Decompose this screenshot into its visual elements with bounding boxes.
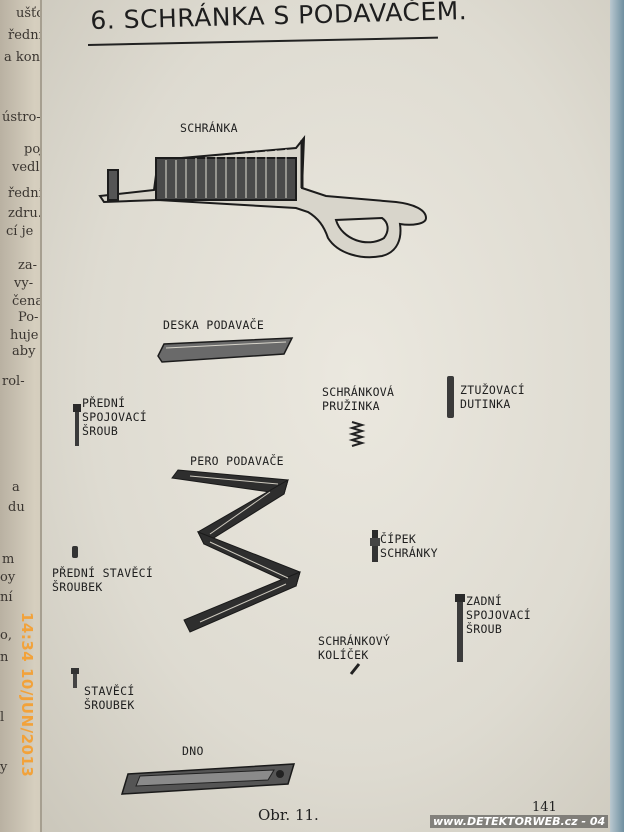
label-zadni-stavecí-sroubek: STAVĚCÍ ŠROUBEK	[84, 684, 135, 712]
follower-spring-drawing	[171, 469, 301, 633]
left-fragment: ředni	[8, 186, 43, 201]
left-fragment: čena	[12, 294, 44, 309]
left-fragment: m	[2, 552, 15, 567]
label-predni-spojovaci-sroub: PŘEDNÍ SPOJOVACÍ ŠROUB	[82, 396, 148, 438]
left-fragment: vy-	[14, 276, 34, 291]
magazine-spring-drawing	[348, 421, 366, 447]
left-fragment: za-	[18, 258, 37, 273]
book-page	[40, 0, 610, 832]
magazine-box-drawing	[98, 134, 428, 259]
label-schranka: SCHRÁNKA	[180, 121, 238, 135]
left-fragment: a kon-	[4, 50, 45, 65]
rear-screw-drawing	[455, 594, 465, 662]
front-screw-drawing	[73, 404, 81, 446]
left-fragment: Po-	[18, 310, 39, 325]
left-fragment: vedle	[12, 160, 48, 175]
label-ztuzovaci-dutinka: ZTUŽOVACÍ DUTINKA	[460, 383, 526, 411]
label-zadni-spojovaci-sroub: ZADNÍ SPOJOVACÍ ŠROUB	[466, 594, 532, 636]
magazine-peg-drawing	[349, 663, 361, 675]
left-fragment: y	[0, 760, 8, 775]
left-fragment: o,	[0, 628, 12, 643]
figure-caption: Obr. 11.	[258, 806, 319, 824]
left-fragment: a	[12, 480, 20, 495]
label-predni-stavecí-sroubek: PŘEDNÍ STAVĚCÍ ŠROUBEK	[52, 566, 154, 594]
magazine-floor-plate-drawing	[120, 763, 296, 795]
label-dno: DNO	[182, 744, 204, 758]
left-fragment: du	[8, 500, 25, 515]
left-fragment: ústro-	[2, 110, 41, 125]
left-fragment: oy	[0, 570, 16, 585]
left-fragment: ní	[0, 590, 13, 605]
reinforcing-sleeve-drawing	[447, 376, 454, 418]
magazine-pin-drawing	[370, 530, 380, 562]
left-fragment: aby	[12, 344, 36, 359]
left-fragment: l	[0, 710, 5, 725]
photo-timestamp: 14:34 10/JUN/2013	[18, 612, 36, 778]
left-fragment: cí je	[6, 224, 34, 239]
left-fragment: zdru.	[8, 206, 42, 221]
label-deska-podavace: DESKA PODAVAČE	[163, 318, 265, 332]
label-schrankova-pruzinka: SCHRÁNKOVÁ PRUŽINKA	[322, 385, 395, 413]
label-cipek-schranky: ČÍPEK SCHRÁNKY	[380, 532, 438, 560]
rear-adjusting-screw-drawing	[71, 668, 79, 688]
label-pero-podavace: PERO PODAVAČE	[190, 454, 284, 468]
left-fragment: huje	[10, 328, 39, 343]
left-fragment: n	[0, 650, 9, 665]
label-schrankovy-kolicek: SCHRÁNKOVÝ KOLÍČEK	[318, 634, 391, 662]
left-fragment: rol-	[2, 374, 25, 389]
watermark: www.DETEKTORWEB.cz - 04	[430, 815, 609, 828]
follower-plate-drawing	[157, 337, 294, 363]
page-number: 141	[532, 800, 557, 815]
front-adjusting-screw-drawing	[72, 546, 78, 558]
